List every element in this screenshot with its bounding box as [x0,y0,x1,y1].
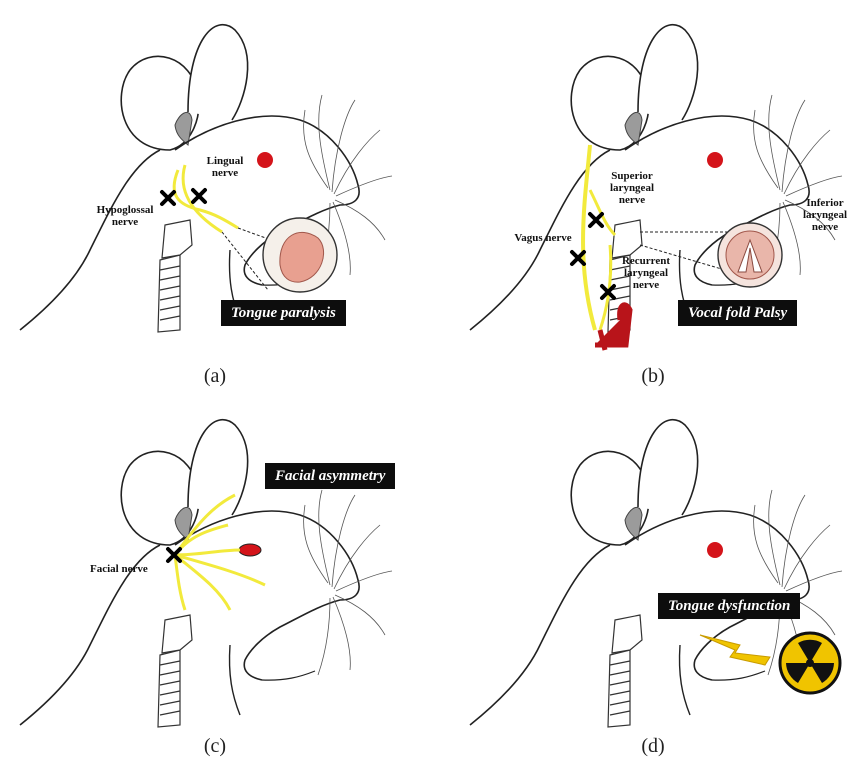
banner-vocal-fold-palsy: Vocal fold Palsy [678,300,797,326]
label-vagus-nerve: Vagus nerve [507,232,579,244]
label-hypoglossal-nerve: Hypoglossal nerve [86,204,164,228]
label-facial-nerve: Facial nerve [90,563,170,575]
cross-mark-icon [162,192,174,204]
panel-a: Lingual nerve Hypoglossal nerve Tongue p… [0,0,400,340]
rat-illustration-d [450,395,850,735]
caption-b: (b) [623,365,683,388]
eye-icon [707,542,723,558]
vocal-fold-icon [718,223,782,287]
banner-tongue-dysfunction: Tongue dysfunction [658,593,800,619]
banner-facial-asymmetry: Facial asymmetry [265,463,395,489]
panel-c: Facial nerve Facial asymmetry [0,395,400,735]
cross-mark-icon [590,214,602,226]
banner-tongue-paralysis: Tongue paralysis [221,300,346,326]
panel-b: Superior laryngeal nerve Inferior laryng… [450,0,850,340]
label-lingual-nerve: Lingual nerve [198,155,252,179]
caption-d: (d) [623,735,683,758]
label-recurrent-laryngeal-nerve: Recurrent laryngeal nerve [614,255,678,291]
panel-d: Tongue dysfunction [450,395,850,735]
label-inferior-laryngeal-nerve: Inferior laryngeal nerve [800,197,850,233]
caption-a: (a) [185,365,245,388]
radiation-icon [780,633,840,693]
caption-c: (c) [185,735,245,758]
label-superior-laryngeal-nerve: Superior laryngeal nerve [598,170,666,206]
tongue-icon [263,218,337,292]
vagus-nerve [583,145,595,330]
eye-icon [707,152,723,168]
rat-illustration-c [0,395,400,735]
lightning-icon [700,635,770,665]
eye-icon [239,544,261,556]
eye-icon [257,152,273,168]
cross-mark-icon [193,190,205,202]
